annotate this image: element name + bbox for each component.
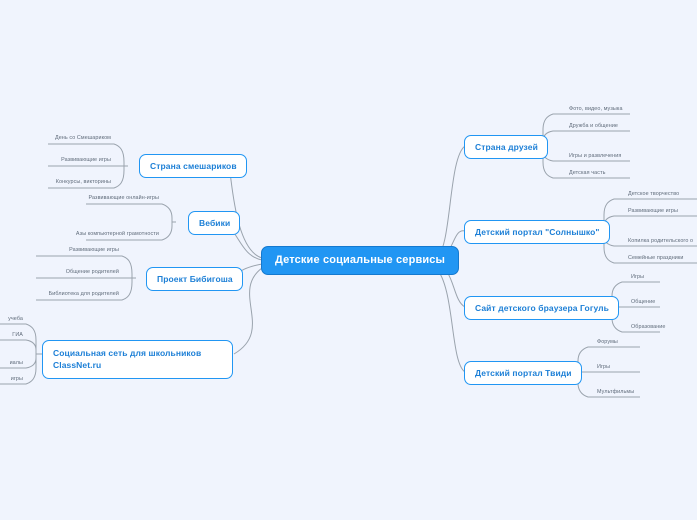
leaf-label: Библиотека для родителей [48, 291, 119, 297]
leaf-label: Развивающие онлайн-игры [88, 195, 159, 201]
leaf-label: Детская часть [569, 170, 606, 176]
leaf-label: Развивающие игры [69, 247, 119, 253]
leaf-label: Общение [631, 299, 656, 305]
leaf-label: Копилка родительского о [628, 238, 694, 244]
branch-node-strana-smeshariков[interactable]: Страна смешариков [139, 154, 247, 178]
branch-node-vebiki[interactable]: Вебики [188, 211, 241, 235]
leaf-label: Азы компьютерной грамотности [75, 231, 159, 237]
branch-node-solnyshko[interactable]: Детский портал "Солнышко" [464, 220, 610, 244]
leaf-label: Детское творчество [628, 191, 680, 197]
branch-node-proekt-bibigosha[interactable]: Проект Бибигоша [146, 267, 243, 291]
branch-node-gogul[interactable]: Сайт детского браузера Гогуль [464, 296, 619, 320]
leaf-label: Игры и развлечения [569, 153, 622, 159]
leaf-label: Мультфильмы [597, 389, 635, 395]
leaf-label: День со Смешариком [54, 135, 111, 141]
branch-node-classnet[interactable]: Социальная сеть для школьников ClassNet.… [42, 340, 233, 379]
leaf-label: Развивающие игры [628, 208, 678, 214]
leaf-label: Семейные праздники [628, 255, 684, 261]
branch-label-line2: ClassNet.ru [53, 360, 102, 371]
leaf-label: Развивающие игры [61, 157, 111, 163]
leaf-label: Игры [597, 364, 611, 370]
root-node[interactable]: Детские социальные сервисы [261, 246, 460, 275]
leaf-label: игры [10, 376, 23, 382]
leaf-label: Конкурсы, викторины [55, 179, 111, 185]
leaf-label: Форумы [597, 339, 618, 345]
leaf-label: иалы [9, 360, 23, 366]
leaf-label: учеба [8, 316, 23, 322]
leaf-label: ГИА [12, 332, 23, 338]
leaf-label: Дружба и общение [569, 123, 619, 129]
branch-node-strana-druzey[interactable]: Страна друзей [464, 135, 548, 159]
leaf-label: Игры [631, 274, 645, 280]
branch-node-tvidi[interactable]: Детский портал Твиди [464, 361, 582, 385]
leaf-label: Общение родителей [65, 269, 119, 275]
leaf-label: Образование [631, 324, 666, 330]
branch-label-line1: Социальная сеть для школьников [53, 348, 202, 358]
leaf-label: Фото, видео, музыка [569, 106, 623, 112]
